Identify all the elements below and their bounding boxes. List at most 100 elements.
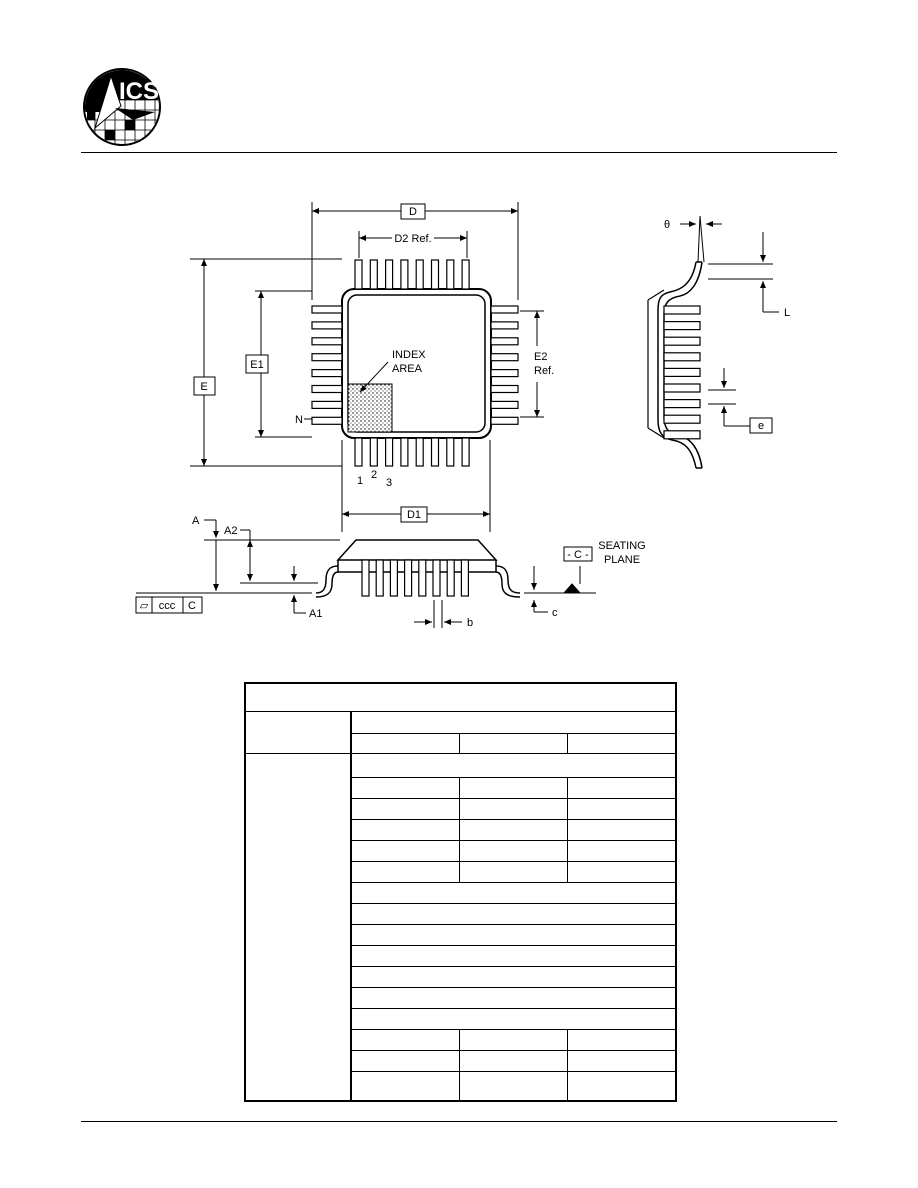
top-view: [190, 202, 544, 532]
label-pin2: 2: [371, 469, 377, 481]
lead: [663, 430, 701, 440]
lead: [446, 437, 455, 467]
lead: [311, 305, 343, 314]
lead: [311, 337, 343, 346]
lead: [415, 437, 424, 467]
table-cell: [566, 776, 677, 799]
table-cell: [350, 797, 460, 820]
lead: [663, 305, 701, 315]
label-N: N: [295, 414, 303, 426]
lead: [385, 259, 394, 290]
table-cell: [566, 818, 677, 841]
tolerance-datum: C: [188, 600, 196, 612]
label-E2-ref: Ref.: [534, 365, 554, 377]
lead: [461, 437, 470, 467]
lead: [663, 383, 701, 393]
ics-logo-icon: ICS: [83, 68, 161, 146]
side-view: [647, 215, 779, 469]
lead: [354, 259, 363, 290]
front-leads: [361, 559, 469, 597]
table-cell: [458, 839, 568, 862]
label-seating: SEATING: [598, 540, 645, 552]
table-row: [350, 944, 677, 967]
label-area: AREA: [392, 363, 423, 375]
bottom-leads: [354, 437, 470, 467]
lead: [490, 416, 519, 425]
lead: [430, 259, 440, 290]
table-cell: [458, 1049, 568, 1072]
lead: [663, 352, 701, 362]
lead: [361, 559, 370, 597]
lead: [311, 400, 343, 409]
left-leads: [311, 305, 343, 425]
label-E: E: [200, 381, 207, 393]
lead: [490, 384, 519, 394]
symbol-column: [244, 752, 352, 1102]
tolerance-symbol: ▱: [140, 600, 149, 612]
tolerance-value: ccc: [159, 600, 176, 612]
table-cell: [458, 860, 568, 883]
dim-D-box: [400, 203, 426, 220]
table-title-row: [244, 682, 677, 712]
package-inner-outline: [347, 294, 486, 433]
top-leads: [354, 259, 470, 290]
label-pin3: 3: [386, 477, 392, 489]
dim-E-box: [193, 376, 216, 396]
dimension-table: [244, 682, 677, 1102]
label-D1: D1: [407, 509, 421, 521]
lead: [461, 259, 470, 290]
lead: [385, 437, 394, 467]
dim-e-box: [749, 417, 773, 434]
table-cell: [566, 1028, 677, 1051]
lead: [663, 367, 701, 377]
lead: [389, 559, 398, 597]
table-cell: [458, 1070, 568, 1102]
lead: [490, 337, 519, 346]
lead: [400, 259, 409, 290]
table-cell: [458, 797, 568, 820]
table-row: [350, 986, 677, 1009]
lead: [311, 369, 343, 378]
label-datum-C: - C -: [567, 549, 589, 561]
lead: [400, 437, 409, 467]
index-area: [347, 383, 393, 433]
lead: [446, 559, 455, 597]
table-cell: [350, 860, 460, 883]
lead: [460, 559, 469, 597]
table-cell: [350, 839, 460, 862]
label-theta: θ: [664, 219, 670, 231]
lead: [418, 559, 427, 597]
lead: [432, 559, 441, 597]
label-D: D: [409, 206, 417, 218]
table-cell: [350, 818, 460, 841]
lead: [311, 321, 343, 330]
label-L: L: [784, 307, 790, 319]
label-pin1: 1: [357, 475, 363, 487]
table-cell: [566, 1070, 677, 1102]
table-cell: [566, 839, 677, 862]
lead: [415, 259, 424, 290]
lead: [663, 414, 701, 424]
table-cell: [350, 1028, 460, 1051]
lead: [369, 259, 378, 290]
table-row: [350, 1007, 677, 1030]
table-row: [350, 923, 677, 946]
table-cell: [566, 860, 677, 883]
lead: [311, 353, 343, 362]
right-leads: [490, 305, 519, 425]
svg-text:ICS: ICS: [119, 78, 159, 105]
lead: [490, 305, 519, 314]
table-row: [350, 965, 677, 988]
label-b: b: [467, 617, 473, 629]
table-cell: [458, 776, 568, 799]
lead: [663, 336, 701, 346]
table-cell: [458, 1028, 568, 1051]
label-A2: A2: [224, 525, 237, 537]
nom-header-cell: [458, 732, 568, 754]
units-header-cell: [350, 710, 677, 734]
lead: [404, 559, 413, 597]
table-cell: [566, 1049, 677, 1072]
lead: [369, 437, 378, 467]
label-index: INDEX: [392, 349, 426, 361]
table-cell: [350, 1049, 460, 1072]
